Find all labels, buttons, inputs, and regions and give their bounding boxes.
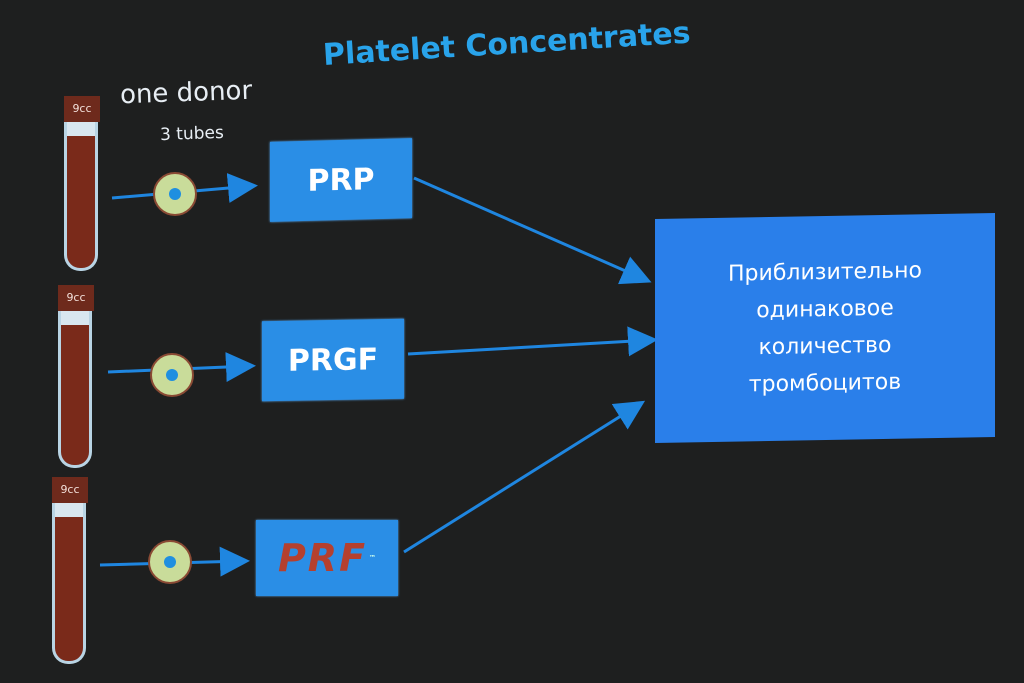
tube-3: 9cc: [52, 477, 88, 664]
arrow-prp-result: [413, 176, 652, 285]
result-box: Приблизительно одинаковое количество тро…: [655, 213, 995, 443]
centrifuge-icon: [148, 540, 192, 584]
tube-2: 9cc: [58, 285, 94, 468]
result-line: одинаковое: [756, 295, 894, 324]
tube-volume: 9cc: [58, 285, 94, 311]
tube-volume: 9cc: [52, 477, 88, 503]
result-line: количество: [758, 332, 892, 361]
prp-box: PRP: [270, 138, 412, 222]
centrifuge-icon: [153, 172, 197, 216]
donor-label: one donor: [119, 75, 253, 111]
tube-volume: 9cc: [64, 96, 100, 122]
prgf-label: PRGF: [287, 341, 379, 379]
tube-1: 9cc: [64, 96, 100, 271]
result-line: тромбоцитов: [748, 369, 902, 398]
centrifuge-icon: [150, 353, 194, 397]
trademark: ™: [369, 554, 377, 562]
arrow-prgf-result: [407, 326, 658, 357]
prp-label: PRP: [307, 161, 375, 199]
tubes-label: 3 tubes: [159, 122, 225, 146]
arrow-prf-result: [403, 400, 646, 554]
prf-logo: PRF: [277, 536, 368, 580]
result-line: Приблизительно: [728, 258, 922, 287]
prgf-box: PRGF: [262, 318, 404, 402]
